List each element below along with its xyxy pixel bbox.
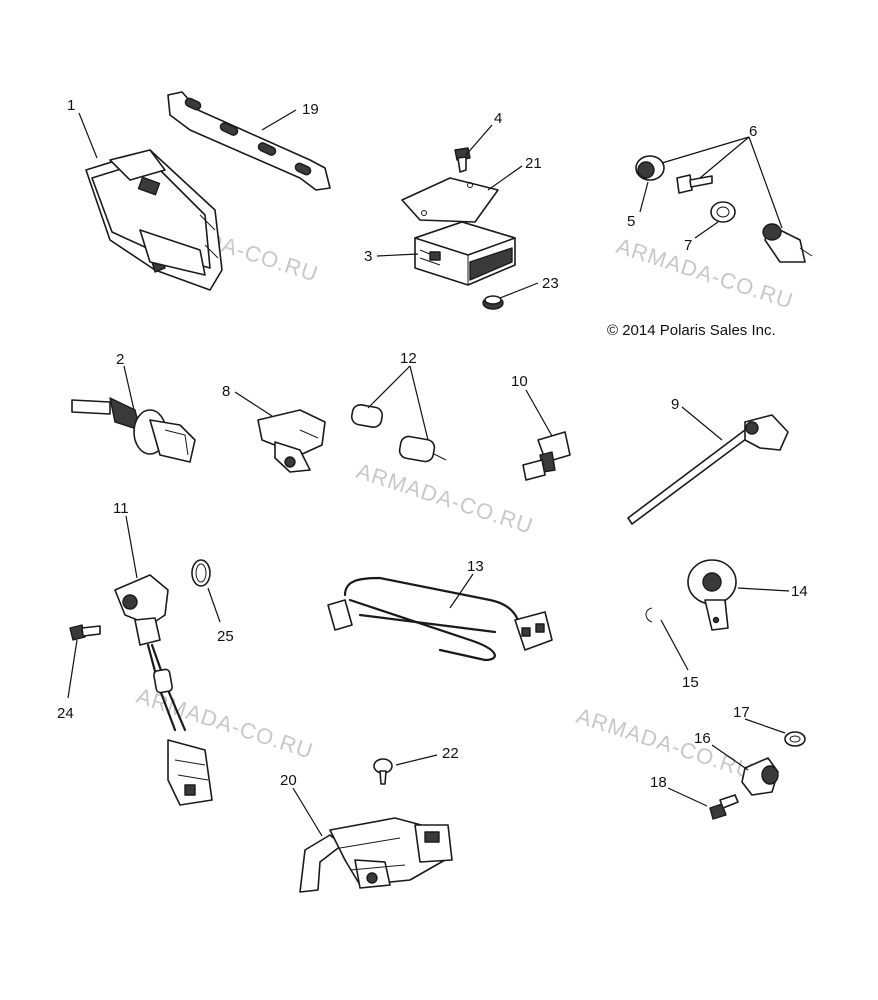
part-25-oring — [191, 559, 211, 587]
part-10-sensor — [522, 431, 571, 481]
part-22-screw — [373, 758, 393, 785]
part-11-sensor-harness — [114, 574, 213, 806]
part-2-sensor — [71, 397, 196, 463]
part-13-harness — [327, 576, 553, 662]
callout-1: 1 — [67, 97, 75, 114]
part-20-valve — [299, 817, 453, 893]
part-5-cap — [635, 155, 665, 181]
callout-8: 8 — [222, 383, 230, 400]
watermarks: ARMADA-CO.RU ARMADA-CO.RU ARMADA-CO.RU A… — [133, 206, 796, 784]
callout-2: 2 — [116, 351, 124, 368]
callout-22: 22 — [442, 745, 459, 762]
part-7-ring — [710, 201, 736, 223]
part-4-screw — [454, 147, 471, 173]
part-15-clip — [645, 607, 653, 623]
part-3-module — [414, 221, 516, 286]
callout-20: 20 — [280, 772, 297, 789]
part-16-fitting — [741, 757, 779, 796]
watermark: ARMADA-CO.RU — [573, 703, 756, 784]
part-8-sensor — [257, 409, 326, 473]
part-18-bolt — [709, 794, 739, 820]
callout-24: 24 — [57, 705, 74, 722]
copyright-text: © 2014 Polaris Sales Inc. — [607, 322, 776, 339]
callout-16: 16 — [694, 730, 711, 747]
callout-25: 25 — [217, 628, 234, 645]
part-9-probe — [627, 414, 789, 525]
callout-23: 23 — [542, 275, 559, 292]
callout-14: 14 — [791, 583, 808, 600]
part-23-grommet — [482, 295, 504, 310]
callout-11: 11 — [113, 500, 129, 517]
callout-5: 5 — [627, 213, 635, 230]
watermark: ARMADA-CO.RU — [353, 458, 536, 539]
part-24-bolt — [69, 624, 101, 641]
part-6-key — [676, 174, 713, 194]
leader-lines — [67, 109, 790, 837]
part-12-cylinders — [350, 404, 447, 463]
callout-6: 6 — [749, 123, 757, 140]
callout-12: 12 — [400, 350, 417, 367]
callout-13: 13 — [467, 558, 484, 575]
part-14-sensor — [687, 559, 737, 631]
part-6-switch — [762, 223, 813, 263]
callout-9: 9 — [671, 396, 679, 413]
callout-3: 3 — [364, 248, 372, 265]
callout-21: 21 — [525, 155, 542, 172]
callout-18: 18 — [650, 774, 667, 791]
part-21-plate — [401, 177, 499, 223]
callout-7: 7 — [684, 237, 692, 254]
callouts: 1 2 3 4 5 6 7 8 9 10 11 12 13 14 15 16 1… — [57, 97, 808, 791]
part-1-ecu — [85, 149, 223, 291]
part-17-oring — [784, 731, 806, 747]
callout-17: 17 — [733, 704, 750, 721]
callout-19: 19 — [302, 101, 319, 118]
callout-10: 10 — [511, 373, 528, 390]
callout-4: 4 — [494, 110, 502, 127]
part-19-bracket — [167, 91, 331, 191]
callout-15: 15 — [682, 674, 699, 691]
